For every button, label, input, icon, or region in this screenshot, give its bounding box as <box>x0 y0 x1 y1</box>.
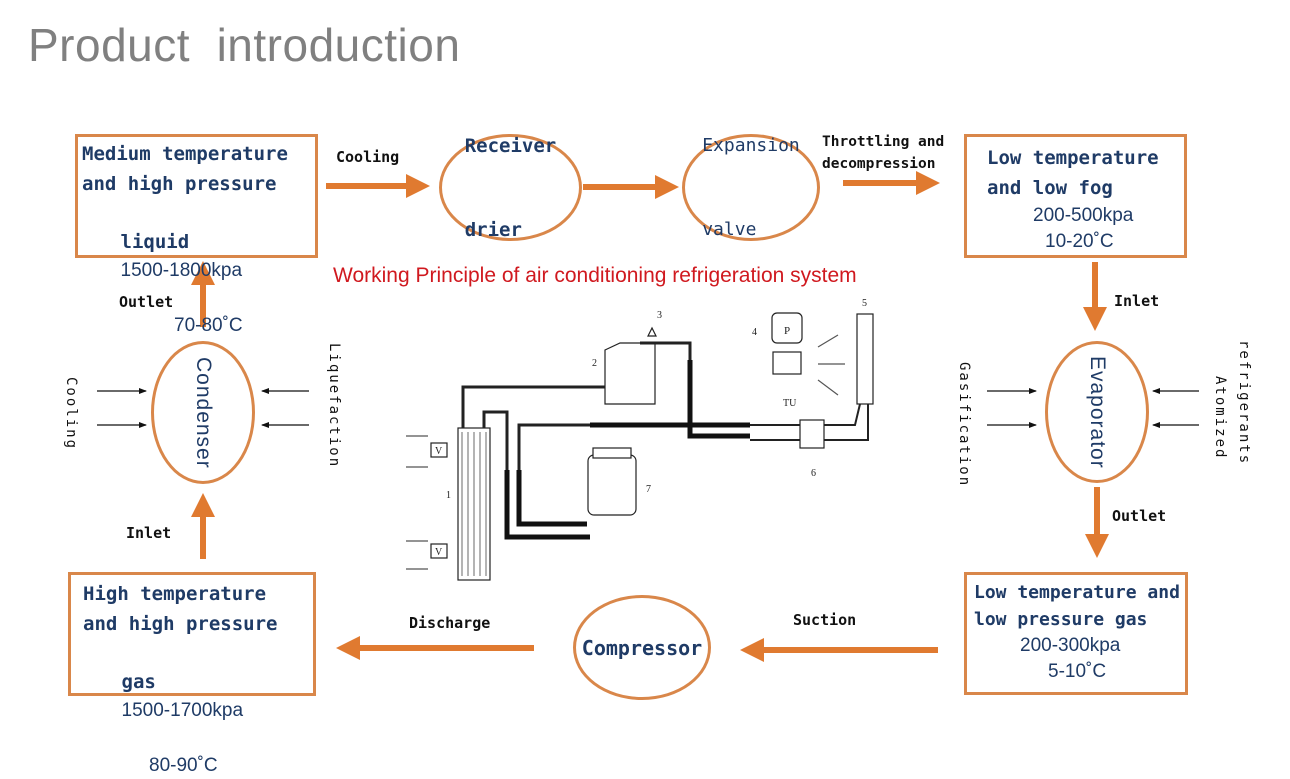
component-compressor: Compressor <box>573 595 711 700</box>
component-label: Evaporator <box>1086 355 1109 469</box>
component-label: Condenser <box>192 356 215 469</box>
state-line: and low fog <box>987 177 1113 199</box>
callout-7: 7 <box>646 484 651 495</box>
state-line: Medium temperature <box>82 143 288 165</box>
callout-6: 6 <box>811 468 816 479</box>
side-label-liquefaction: Liquefaction <box>326 343 342 469</box>
page-title: Product introduction <box>28 19 461 71</box>
callout-5: 5 <box>862 298 867 309</box>
state-line: gas <box>121 671 156 693</box>
state-line: and high pressure <box>83 613 278 635</box>
callout-4: 4 <box>752 327 757 338</box>
component-receiver-drier: Receiver drier <box>439 134 582 241</box>
side-label-gasification: Gasification <box>956 362 972 488</box>
side-label-atomized: Atomized <box>1212 376 1228 460</box>
flow-label-throttling: Throttling and decompression <box>822 134 945 172</box>
state-line: low pressure gas <box>974 609 1148 630</box>
callout-2: 2 <box>592 358 597 369</box>
fan-motor-bottom <box>430 543 448 559</box>
pressure-value: 1500-1800kpa <box>120 260 243 281</box>
component-label: Compressor <box>581 635 703 660</box>
flow-label-discharge: Discharge <box>409 614 491 632</box>
state-line: Low temperature and <box>974 582 1180 603</box>
evaporator-coil <box>856 313 874 405</box>
flow-label-cooling: Cooling <box>336 148 400 166</box>
schematic-label: TU <box>783 398 797 409</box>
compressor-body <box>587 454 637 516</box>
flow-label-cond-outlet: Outlet <box>119 293 174 311</box>
state-box-low-temp-fog: Low temperature and low fog 200-500kpa 1… <box>964 134 1187 258</box>
flow-label-evap-inlet: Inlet <box>1114 292 1160 310</box>
callout-1: 1 <box>446 490 451 501</box>
state-line: Low temperature <box>987 147 1159 169</box>
component-expansion-valve: Expansion valve <box>682 134 820 241</box>
flow-label-suction: Suction <box>793 611 857 629</box>
fan-motor-top <box>430 442 448 458</box>
side-label-refrigerants: refrigerants <box>1236 340 1252 466</box>
state-line: liquid <box>120 231 190 253</box>
component-label: valve <box>702 218 757 240</box>
receiver-drier-tank <box>604 342 656 405</box>
component-label: Receiver <box>464 134 557 157</box>
temperature-value: 5-10˚C <box>1048 661 1107 682</box>
component-condenser: Condenser <box>151 341 255 484</box>
expansion-valve-body <box>799 419 825 449</box>
temperature-value: 10-20˚C <box>1045 231 1114 252</box>
flow-label-evap-outlet: Outlet <box>1112 507 1167 525</box>
state-line: and high pressure <box>82 173 277 195</box>
pump-body <box>771 312 803 344</box>
callout-3: 3 <box>657 310 662 321</box>
component-label: drier <box>464 218 522 241</box>
schematic-label: V <box>435 446 443 457</box>
pressure-value: 200-300kpa <box>1020 635 1121 656</box>
flow-arrows-layer: 1 V V 2 3 7 6 TU 5 <box>97 171 1199 662</box>
flow-label-cond-inlet: Inlet <box>126 524 172 542</box>
state-line: High temperature <box>83 583 267 605</box>
state-box-medium-temp-liquid: Medium temperature and high pressure liq… <box>75 134 318 336</box>
component-evaporator: Evaporator <box>1045 341 1149 483</box>
temperature-value: 80-90˚C <box>149 755 218 776</box>
schematic-label: P <box>784 325 790 337</box>
pressure-value: 1500-1700kpa <box>121 700 244 721</box>
component-label: Expansion <box>702 134 800 156</box>
refrigeration-schematic: 1 V V 2 3 7 6 TU 5 <box>406 298 874 581</box>
temperature-value: 70-80˚C <box>174 315 243 336</box>
side-label-cooling: Cooling <box>63 377 79 451</box>
diagram-subtitle: Working Principle of air conditioning re… <box>333 264 857 287</box>
state-box-high-temp-gas: High temperature and high pressure gas 1… <box>68 572 316 776</box>
pressure-value: 200-500kpa <box>1033 205 1134 226</box>
schematic-label: V <box>435 547 443 558</box>
state-box-low-temp-gas: Low temperature and low pressure gas 200… <box>964 572 1188 695</box>
